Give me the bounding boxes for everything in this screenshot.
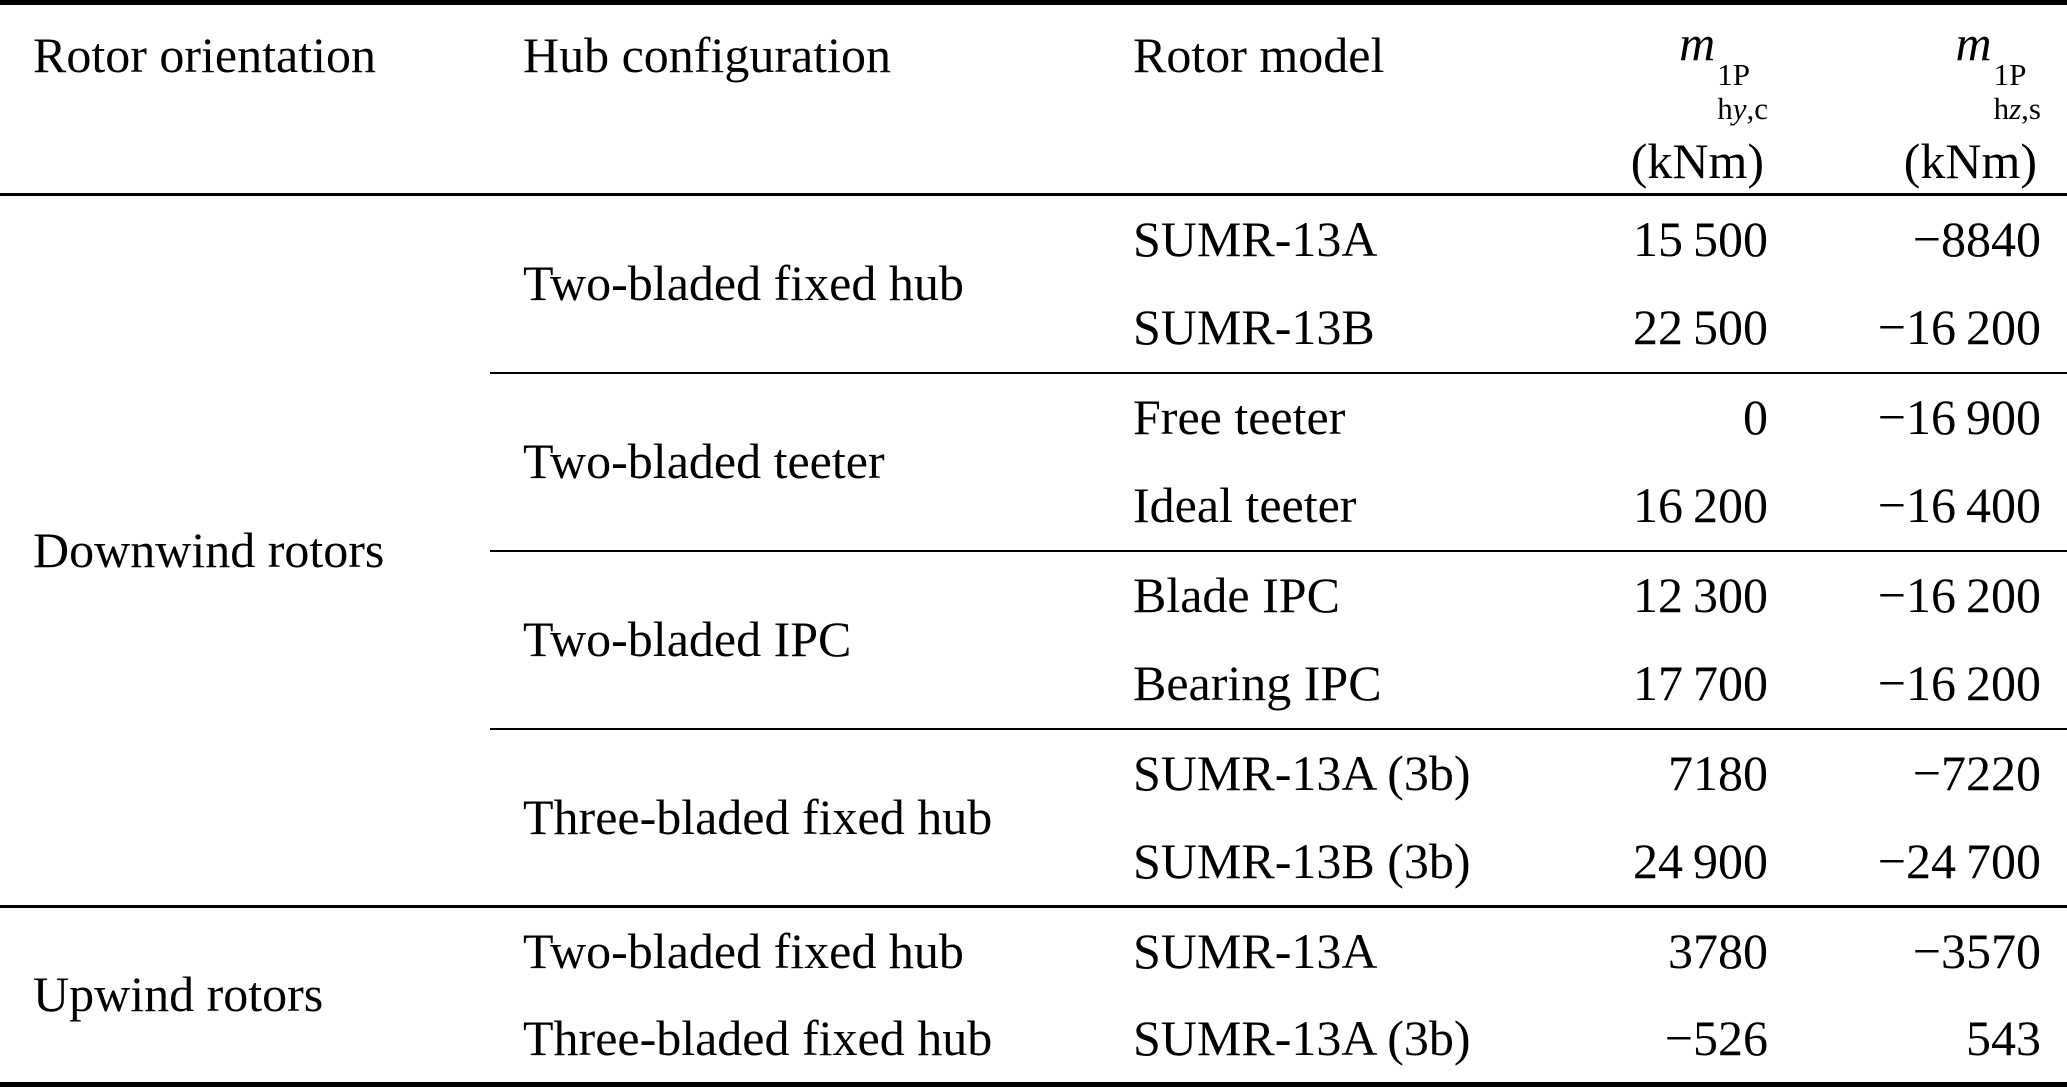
header-rotor-model: Rotor model xyxy=(1100,2,1530,196)
table-row: Three-bladed fixed hub SUMR-13A (3b) −52… xyxy=(0,996,2067,1085)
my-sub-h: h xyxy=(1717,90,1733,126)
mz-subscript: hz,s xyxy=(1994,92,2041,125)
cell-my-value: 17 700 xyxy=(1530,639,1780,730)
mz-sub-tail: ,s xyxy=(2021,90,2041,126)
cell-my-value: 16 200 xyxy=(1530,461,1780,552)
table-row: SUMR-13B 22 500 −16 200 xyxy=(0,283,2067,374)
cell-model: Bearing IPC xyxy=(1100,639,1530,730)
cell-model: SUMR-13A (3b) xyxy=(1133,744,1471,801)
my-superscript: 1P xyxy=(1717,57,1750,93)
table-row: Three-bladed fixed hub SUMR-13A (3b) 718… xyxy=(0,728,2067,908)
cell-model: SUMR-13A xyxy=(1133,211,1378,267)
cell-mz-value: −3570 xyxy=(1912,923,2041,979)
table-row: SUMR-13B (3b) 24 900 −24 700 xyxy=(0,817,2067,908)
cell-mz-value: −7220 xyxy=(1912,744,2041,801)
cell-hub-three-bladed-fixed: Three-bladed fixed hub xyxy=(490,728,1100,908)
cell-model: SUMR-13B xyxy=(1100,283,1530,374)
cell-orientation-downwind: Downwind rotors xyxy=(0,194,490,908)
mz-superscript: 1P xyxy=(1993,57,2027,93)
cell-mz-value: −16 200 xyxy=(1780,639,2067,730)
table-row: Upwind rotors Two-bladed fixed hub SUMR-… xyxy=(0,907,2067,1022)
cell-my-value: 12 300 xyxy=(1632,566,1768,623)
mz-sub-h: h xyxy=(1993,90,2010,126)
cell-hub-two-bladed-teeter: Two-bladed teeter xyxy=(490,372,1100,552)
table-row: Bearing IPC 17 700 −16 200 xyxy=(0,639,2067,730)
cell-model: SUMR-13B (3b) xyxy=(1100,817,1530,908)
cell-model: Ideal teeter xyxy=(1100,461,1530,552)
cell-my-value: 0 xyxy=(1743,388,1768,445)
mz-base: m xyxy=(1955,15,1992,71)
cell-mz-value: −16 900 xyxy=(1877,388,2041,445)
cell-mz-value: −16 200 xyxy=(1780,283,2067,374)
cell-orientation-upwind: Upwind rotors xyxy=(33,966,324,1023)
header-rotor-orientation: Rotor orientation xyxy=(0,2,490,196)
cell-mz-value: 543 xyxy=(1966,1010,2041,1066)
cell-my-value: 24 900 xyxy=(1530,817,1780,908)
cell-model: Blade IPC xyxy=(1133,566,1340,623)
my-sub-tail: ,c xyxy=(1746,90,1768,126)
mz-unit: (kNm) xyxy=(1903,133,2037,190)
cell-model: Free teeter xyxy=(1133,388,1346,445)
my-base: m xyxy=(1679,15,1716,71)
cell-hub-three-bladed-fixed-upwind: Three-bladed fixed hub xyxy=(523,1010,993,1066)
cell-mz-value: −16 400 xyxy=(1780,461,2067,552)
cell-hub-two-bladed-fixed: Two-bladed fixed hub xyxy=(490,194,1100,374)
table-row: Downwind rotors Two-bladed fixed hub SUM… xyxy=(0,194,2067,908)
cell-mz-value: −16 200 xyxy=(1877,566,2041,623)
cell-my-value: 22 500 xyxy=(1530,283,1780,374)
table-row: Ideal teeter 16 200 −16 400 xyxy=(0,461,2067,552)
cell-model: SUMR-13A xyxy=(1133,923,1378,979)
cell-mz-value: −24 700 xyxy=(1780,817,2067,908)
cell-my-value: 7180 xyxy=(1668,744,1768,801)
cell-my-value: 15 500 xyxy=(1632,211,1768,267)
header-hub-configuration: Hub configuration xyxy=(490,2,1100,196)
table-row: Two-bladed IPC Blade IPC 12 300 −16 200 xyxy=(0,550,2067,730)
cell-mz-value: −8840 xyxy=(1912,211,2041,267)
cell-my-value: −526 xyxy=(1664,1010,1768,1066)
cell-model: SUMR-13A (3b) xyxy=(1133,1010,1471,1066)
my-subscript: hy,c xyxy=(1717,92,1768,125)
cell-my-value: 3780 xyxy=(1668,923,1768,979)
mz-sub-var: z xyxy=(2009,90,2022,126)
cell-hub-two-bladed-ipc: Two-bladed IPC xyxy=(490,550,1100,730)
my-sub-var: y xyxy=(1732,90,1747,126)
cell-hub-two-bladed-fixed-upwind: Two-bladed fixed hub xyxy=(523,923,964,979)
my-unit: (kNm) xyxy=(1630,133,1764,190)
table-body: Downwind rotors Two-bladed fixed hub SUM… xyxy=(0,194,2067,1085)
table-header: Rotor orientation Hub configuration Roto… xyxy=(0,2,2067,196)
table-row: Two-bladed teeter Free teeter 0 −16 900 xyxy=(0,372,2067,552)
